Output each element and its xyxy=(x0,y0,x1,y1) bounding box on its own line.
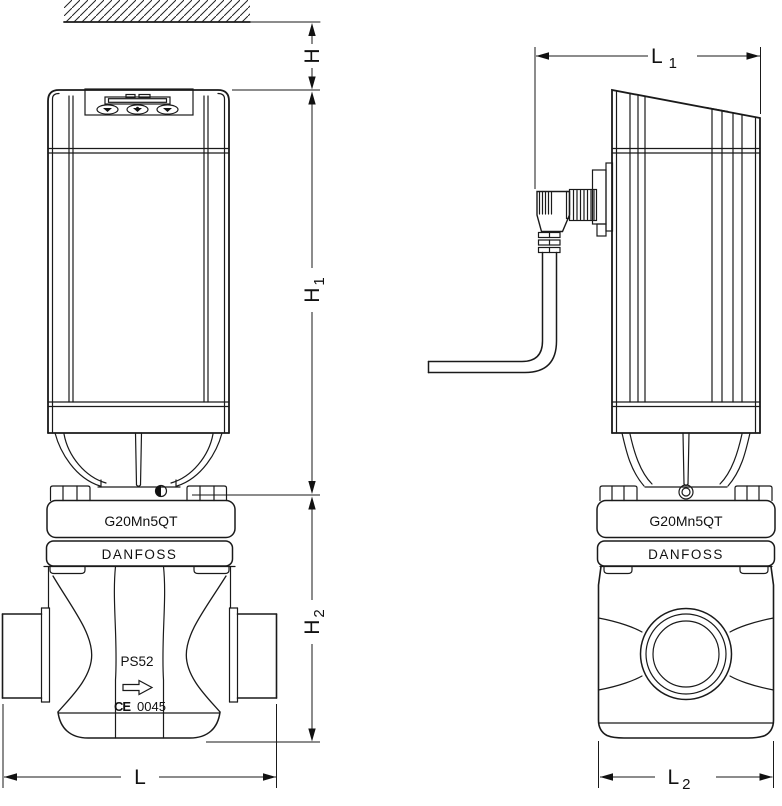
dim-h2: H2 xyxy=(301,496,328,742)
pressure-rating-text: PS52 xyxy=(120,654,153,669)
stem-indicator-side xyxy=(678,484,694,500)
bonnet-nuts-side xyxy=(599,485,773,502)
port-circle xyxy=(639,607,733,701)
valve-bonnet-side: G20Mn5QT xyxy=(596,499,776,539)
flow-arrow-icon xyxy=(122,679,154,696)
dim-h-label: H xyxy=(301,48,324,63)
valve-body-side xyxy=(597,565,775,739)
side-view: G20Mn5QT DANFOSS xyxy=(427,88,776,739)
bonnet-nuts-front xyxy=(49,485,228,502)
knurl-ribs xyxy=(572,189,595,221)
dim-h1: H1 xyxy=(301,91,328,494)
button-ok xyxy=(126,104,149,115)
brand-band-side: DANFOSS xyxy=(596,540,776,567)
valve-bonnet-front: G20Mn5QT xyxy=(46,499,236,539)
dim-h1-label: H1 xyxy=(301,277,328,303)
brand-text-side: DANFOSS xyxy=(648,547,724,562)
control-panel xyxy=(84,88,194,116)
button-down xyxy=(96,104,119,115)
actuator-side xyxy=(611,88,761,434)
brand-text: DANFOSS xyxy=(102,547,178,562)
bonnet-material-text-side: G20Mn5QT xyxy=(649,513,723,529)
ce-number-text: 0045 xyxy=(137,699,166,714)
front-view: G20Mn5QT DANFOSS xyxy=(1,0,321,739)
brand-band-front: DANFOSS xyxy=(45,540,234,567)
pipe-right xyxy=(236,613,278,699)
button-up xyxy=(156,104,179,115)
strain-relief xyxy=(537,231,561,254)
dim-h: H xyxy=(301,23,324,90)
dim-h2-label: H2 xyxy=(301,609,328,635)
yoke-side xyxy=(621,432,751,500)
ce-mark-text: CE xyxy=(114,699,131,714)
ceiling-hatch xyxy=(63,0,321,23)
actuator-front xyxy=(47,88,230,498)
bonnet-material-text: G20Mn5QT xyxy=(104,513,178,529)
dim-l: L xyxy=(2,704,277,789)
pipe-left xyxy=(1,613,43,699)
cable xyxy=(427,251,558,374)
yoke-front xyxy=(54,432,223,498)
valve-body-front: PS52 CE 0045 xyxy=(1,565,278,739)
stem-indicator xyxy=(154,484,168,498)
cable-connector xyxy=(427,162,614,374)
connector-grip-lines xyxy=(538,191,553,215)
dimensions: H H1 H2 L xyxy=(2,23,774,793)
dim-l-label: L xyxy=(134,766,146,789)
display-window xyxy=(104,93,171,105)
